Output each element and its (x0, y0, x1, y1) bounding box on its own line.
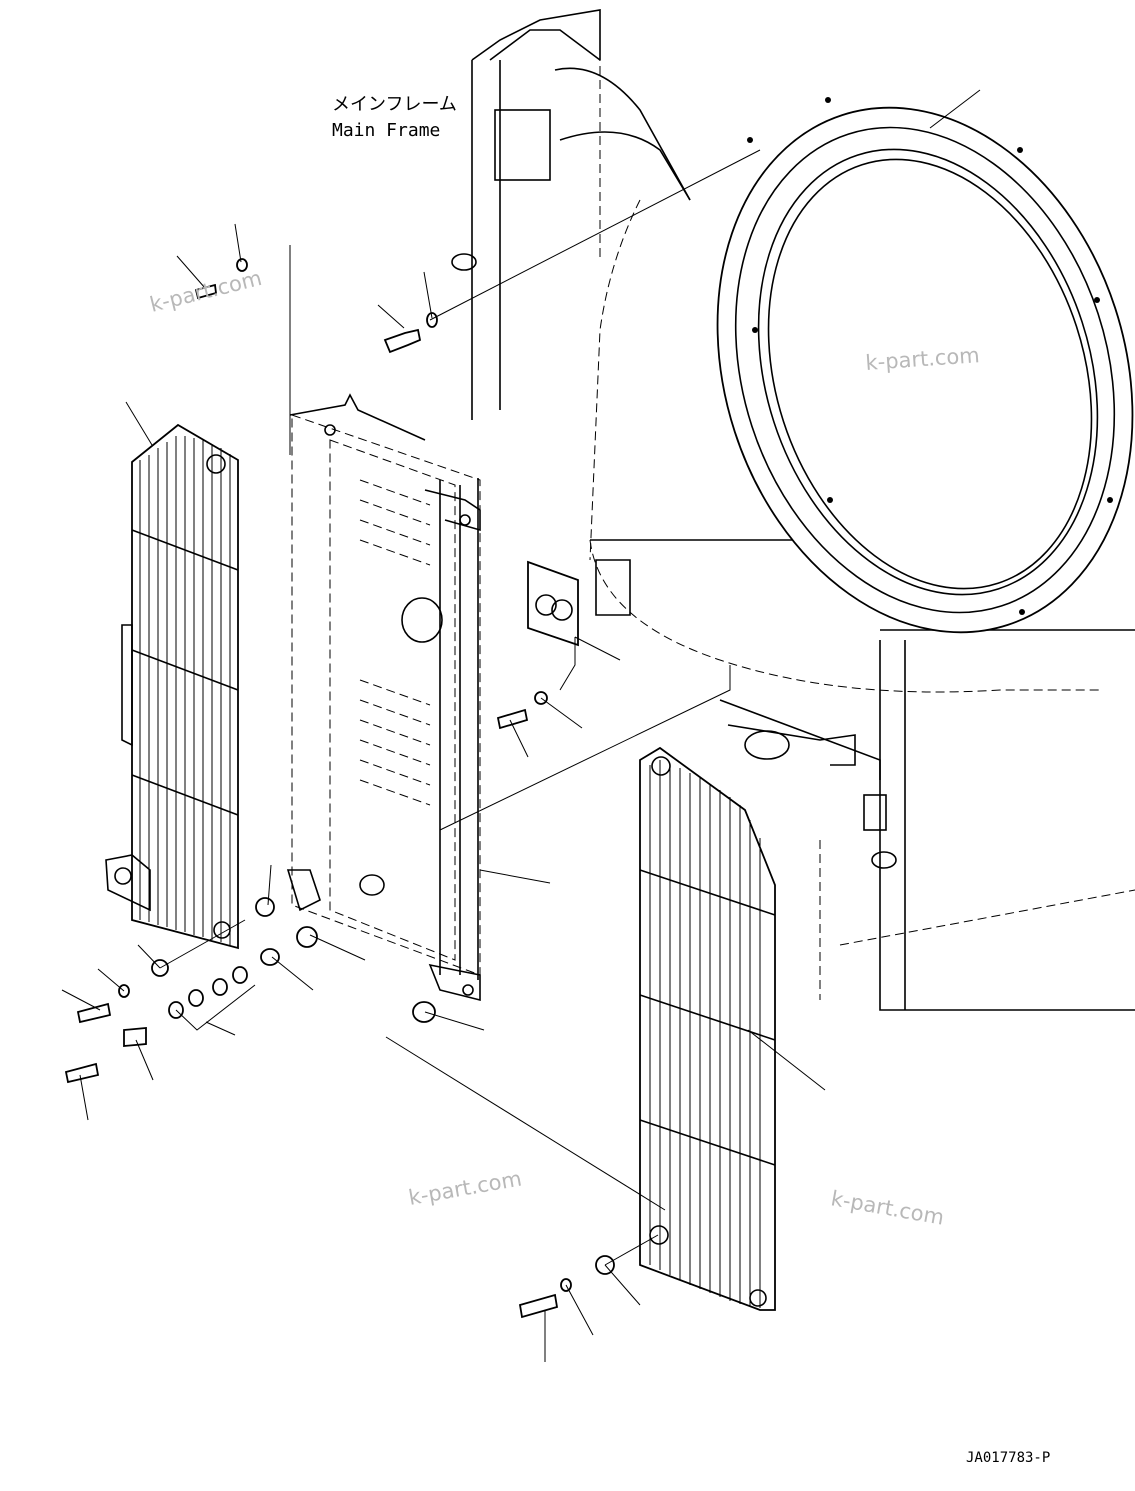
main-frame-label-en: Main Frame (332, 120, 440, 141)
gasket (527, 560, 579, 647)
drawing-code: JA017783-P (966, 1450, 1050, 1466)
watermark: k-part.com (147, 266, 264, 317)
main-frame (451, 9, 1135, 1011)
main-frame-label-jp: メインフレーム (332, 94, 457, 115)
grille-left (105, 423, 239, 950)
cooler-core (286, 393, 481, 1002)
fan-shroud-ring (716, 97, 1134, 634)
grille-right (639, 746, 776, 1311)
watermark: k-part.com (407, 1166, 524, 1209)
leader-lines (61, 89, 981, 1362)
watermark: k-part.com (829, 1186, 946, 1229)
